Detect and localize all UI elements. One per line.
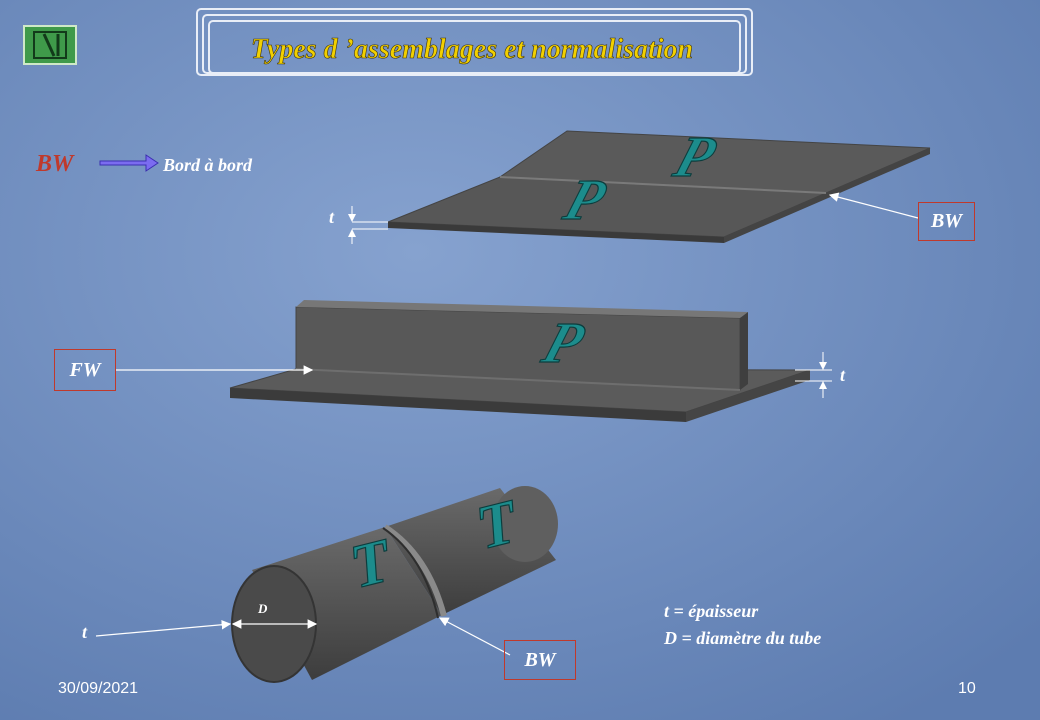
t-label-bottom: t bbox=[82, 622, 88, 642]
legend-text: Bord à bord bbox=[162, 155, 253, 175]
slide-date: 30/09/2021 bbox=[58, 680, 139, 697]
end-show-icon[interactable] bbox=[23, 25, 77, 65]
label-fw: FW bbox=[54, 349, 116, 391]
t-label-top: t bbox=[329, 207, 335, 227]
thickness-dimension-top bbox=[348, 206, 388, 244]
thickness-dimension-mid bbox=[795, 352, 832, 398]
definition-diameter: D = diamètre du tube bbox=[663, 628, 821, 648]
bw-top-leader bbox=[828, 192, 919, 219]
definition-thickness: t = épaisseur bbox=[664, 601, 759, 621]
t-leader-bottom bbox=[95, 619, 232, 637]
legend-bw: BW bbox=[35, 151, 75, 177]
title-frame bbox=[196, 8, 753, 76]
d-label: D bbox=[257, 601, 268, 616]
slide-number: 10 bbox=[958, 680, 976, 697]
fillet-weld-plates bbox=[229, 300, 811, 422]
bw-bottom-leader bbox=[438, 617, 511, 656]
label-bw-top: BW bbox=[918, 202, 975, 241]
page-title: Types d ’assemblages et normalisation bbox=[251, 34, 693, 65]
t-label-mid: t bbox=[840, 365, 846, 385]
butt-weld-plates bbox=[387, 130, 931, 243]
label-bw-bottom: BW bbox=[504, 640, 576, 680]
legend-arrow-icon bbox=[99, 154, 159, 172]
